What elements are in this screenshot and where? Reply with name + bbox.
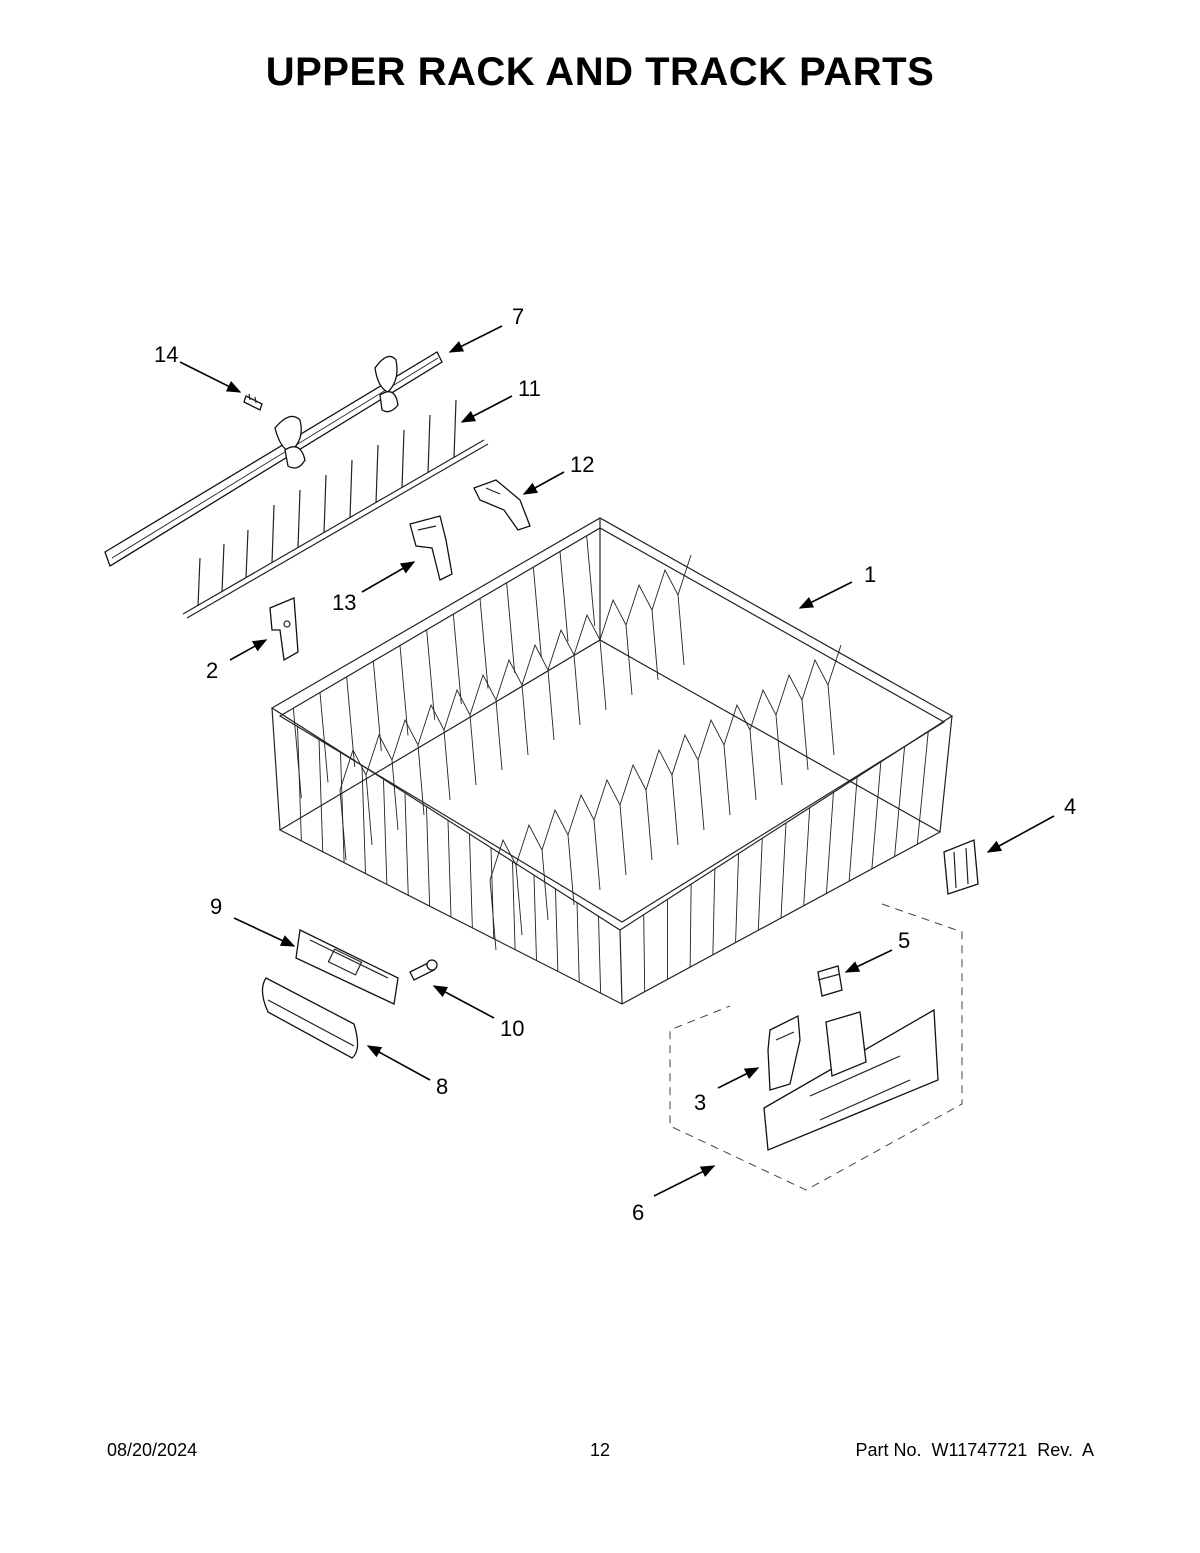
arrow-8 bbox=[366, 1045, 431, 1081]
leader-arrows bbox=[179, 325, 1055, 1197]
arrow-2 bbox=[229, 639, 268, 661]
arrow-12 bbox=[522, 471, 565, 495]
callout-3: 3 bbox=[694, 1090, 706, 1115]
screw-part-14 bbox=[243, 393, 263, 411]
arrow-10 bbox=[432, 985, 495, 1019]
clip-part-13 bbox=[409, 515, 453, 581]
callout-8: 8 bbox=[436, 1074, 448, 1099]
handle-cover-part-8 bbox=[261, 977, 359, 1059]
track-rail bbox=[104, 351, 443, 567]
clip-part-2 bbox=[269, 597, 299, 662]
page-title: UPPER RACK AND TRACK PARTS bbox=[265, 50, 935, 94]
arrow-6 bbox=[653, 1165, 716, 1197]
callout-5: 5 bbox=[898, 928, 910, 953]
callout-13: 13 bbox=[332, 590, 356, 615]
callout-12: 12 bbox=[570, 452, 594, 477]
arrow-13 bbox=[361, 561, 416, 593]
arrow-3 bbox=[717, 1067, 760, 1089]
kit-boundary bbox=[669, 903, 963, 1191]
arrow-9 bbox=[233, 917, 296, 947]
clip-part-12 bbox=[473, 479, 531, 531]
handle-base-part-9 bbox=[295, 929, 399, 1005]
screw-part-10 bbox=[409, 959, 438, 981]
footer-part-number: Part No. W11747721 Rev. A bbox=[855, 1440, 1094, 1460]
callout-9: 9 bbox=[210, 894, 222, 919]
callout-10: 10 bbox=[500, 1016, 524, 1041]
callout-1: 1 bbox=[864, 562, 876, 587]
arrow-11 bbox=[460, 395, 513, 423]
callout-2: 2 bbox=[206, 658, 218, 683]
callout-labels: 1 2 3 4 5 6 7 8 9 10 11 12 13 14 bbox=[154, 304, 1076, 1225]
callout-6: 6 bbox=[632, 1200, 644, 1225]
callout-11: 11 bbox=[518, 376, 541, 401]
callout-4: 4 bbox=[1064, 794, 1076, 819]
upper-rack bbox=[270, 517, 954, 1005]
arrow-1 bbox=[798, 581, 853, 609]
callout-14: 14 bbox=[154, 342, 178, 367]
knob-part-5 bbox=[817, 965, 843, 997]
arrow-7 bbox=[448, 325, 503, 353]
lever-part-3 bbox=[767, 1014, 801, 1091]
tine-row bbox=[182, 399, 489, 619]
arrow-14 bbox=[179, 361, 242, 393]
callout-7: 7 bbox=[512, 304, 524, 329]
arrow-4 bbox=[986, 815, 1055, 853]
adjuster-assembly-part-6 bbox=[763, 1008, 939, 1151]
footer-date: 08/20/2024 bbox=[107, 1440, 198, 1460]
bracket-part-4 bbox=[943, 839, 979, 895]
footer-page-number: 12 bbox=[589, 1440, 611, 1460]
arrow-5 bbox=[844, 949, 893, 973]
